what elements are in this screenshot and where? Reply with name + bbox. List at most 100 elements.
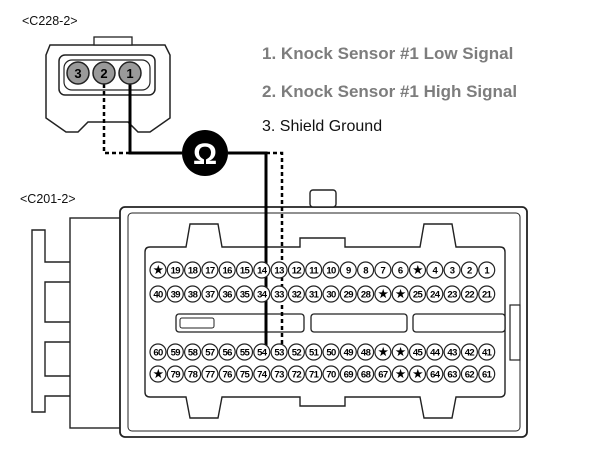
c201-pin-48: 48 [357,343,375,361]
c201-pin-72-marker [287,365,305,383]
c201-pin-30: 30 [322,285,340,303]
c201-pin-63-marker [443,365,461,383]
legend-item-3-text: Shield Ground [279,118,383,135]
c201-pin-16-marker [218,261,236,279]
c201-pin-69-label: 69 [344,370,354,381]
c201-pin-star-r4c1-marker [149,365,167,383]
c201-pin-24-label: 24 [430,290,441,301]
c201-pin-28: 28 [357,285,375,303]
c201-pin-74-label: 74 [257,370,268,381]
c201-pin-79-marker [166,365,184,383]
c201-pin-59-marker [166,343,184,361]
legend-item-1: 1. Knock Sensor #1 Low Signal [262,44,513,64]
c201-pin-8-marker [357,261,375,279]
c228-pin-3-marker [66,61,90,85]
c201-pin-18: 18 [184,261,202,279]
c201-pin-35: 35 [235,285,254,303]
c201-pin-4-marker [426,261,444,279]
c201-pin-star-r4c16: ★ [408,365,427,383]
c201-pin-78-label: 78 [188,370,198,381]
c201-pin-57-marker [201,343,219,361]
c201-pin-33-marker [270,285,288,303]
c201-pin-61-marker [478,365,496,383]
c201-pin-star-r3c14: ★ [374,343,392,361]
c201-pin-25: 25 [408,285,427,303]
c201-pin-star-r1c16-marker [408,261,427,279]
connector-c201-2-key-right [412,313,506,333]
c201-pin-37-marker [201,285,219,303]
c201-pin-67: 67 [374,365,392,383]
c201-pin-64: 64 [426,365,444,383]
c201-pin-72: 72 [287,365,305,383]
c201-pin-38-label: 38 [188,290,198,301]
c201-pin-star-r4c15-label: ★ [396,369,406,381]
c201-pin-57: 57 [201,343,219,361]
c201-pin-48-marker [357,343,375,361]
c201-pin-64-label: 64 [430,370,441,381]
c228-pin-1-label: 1 [126,66,133,81]
c201-pin-52: 52 [287,343,305,361]
connector-c201-2 [31,189,528,438]
c201-pin-56-label: 56 [223,348,233,359]
c228-pin-1: 1 [118,61,142,85]
c201-pin-13: 13 [270,261,288,279]
c201-pin-43: 43 [443,343,461,361]
c201-pin-52-label: 52 [292,348,302,359]
c201-pin-29-marker [339,285,357,303]
connector-c228-2-label: <C228-2> [22,14,78,28]
c201-pin-9: 9 [339,261,357,279]
c201-pin-39-label: 39 [171,290,181,301]
c201-pin-55-marker [235,343,254,361]
c201-pin-19: 19 [166,261,184,279]
c201-pin-56-marker [218,343,236,361]
c201-pin-30-marker [322,285,340,303]
c201-pin-4-label: 4 [432,266,438,277]
c201-pin-star-r3c14-marker [374,343,392,361]
c201-pin-10-marker [322,261,340,279]
c201-pin-8-label: 8 [363,266,368,277]
c201-pin-star-r1c1-marker [149,261,167,279]
c201-pin-54-marker [253,343,271,361]
c201-pin-9-marker [339,261,357,279]
c201-pin-star-r2c14-marker [374,285,392,303]
c201-pin-34: 34 [253,285,271,303]
c201-pin-35-label: 35 [240,290,251,301]
c201-pin-56: 56 [218,343,236,361]
c201-pin-30-label: 30 [326,290,336,301]
ohm-symbol: Ω [193,138,217,171]
c201-pin-3-marker [443,261,461,279]
c201-pin-6-marker [391,261,409,279]
c201-pin-62-label: 62 [465,370,475,381]
c201-pin-star-r3c15-label: ★ [396,347,406,359]
c201-pin-79: 79 [166,365,184,383]
c201-pin-73-label: 73 [274,370,284,381]
c201-pin-33: 33 [270,285,288,303]
c201-pin-71: 71 [305,365,323,383]
c201-pin-star-r3c14-label: ★ [378,347,388,359]
c201-pin-32-marker [287,285,305,303]
c201-pin-43-label: 43 [447,348,457,359]
c201-pin-6-label: 6 [398,266,403,277]
legend-item-1-number: 1. [262,44,277,63]
c201-pin-star-r3c15-marker [391,343,409,361]
c201-pin-31-label: 31 [309,290,320,301]
c201-pin-77-label: 77 [205,370,215,381]
c201-pin-1: 1 [478,261,496,279]
c201-pin-12-marker [287,261,305,279]
c201-pin-32: 32 [287,285,305,303]
c201-pin-77: 77 [201,365,219,383]
c201-pin-75-label: 75 [240,370,251,381]
c228-pin-3: 3 [66,61,90,85]
c201-pin-1-label: 1 [484,266,490,277]
c201-pin-star-r3c15: ★ [391,343,409,361]
c201-pin-9-label: 9 [346,266,351,277]
c201-pin-23-label: 23 [447,290,457,301]
c201-pin-22: 22 [460,285,478,303]
c201-pin-10: 10 [322,261,340,279]
c201-pin-7-marker [374,261,392,279]
c201-pin-41-label: 41 [482,348,493,359]
c201-pin-67-label: 67 [378,370,388,381]
c201-pin-16: 16 [218,261,236,279]
